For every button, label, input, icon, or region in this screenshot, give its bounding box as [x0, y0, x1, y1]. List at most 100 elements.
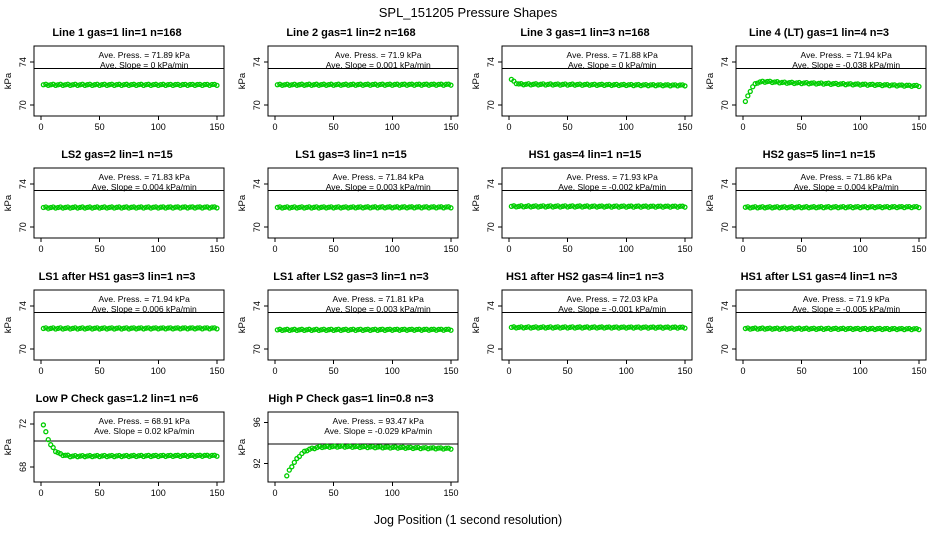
data-point	[640, 324, 647, 330]
data-point	[757, 79, 763, 85]
data-point	[155, 326, 161, 332]
data-point	[574, 203, 581, 209]
data-point	[801, 325, 807, 332]
data-point	[367, 82, 373, 88]
data-point	[417, 445, 424, 452]
data-point	[747, 326, 753, 332]
data-point	[574, 81, 581, 88]
y-tick-label: 74	[720, 57, 730, 67]
data-point	[682, 325, 688, 331]
plot-box	[735, 289, 927, 361]
data-point	[126, 82, 132, 89]
data-point	[813, 326, 819, 332]
data-point	[550, 82, 556, 88]
data-point	[589, 81, 595, 88]
data-point	[604, 203, 610, 209]
y-tick-label: 74	[252, 179, 262, 189]
data-point	[396, 205, 403, 211]
y-tick-label: 74	[486, 301, 496, 311]
data-point	[318, 82, 325, 88]
plot-box	[501, 167, 693, 239]
data-point	[392, 326, 398, 333]
data-point	[604, 324, 610, 330]
data-point	[209, 325, 215, 331]
data-point	[323, 82, 329, 88]
x-tick-label: 100	[151, 488, 166, 498]
data-point	[396, 82, 403, 88]
data-point	[126, 326, 132, 332]
data-point	[582, 324, 588, 330]
data-point	[623, 204, 629, 210]
data-point	[411, 205, 417, 211]
data-point	[282, 82, 288, 88]
data-point	[850, 326, 856, 333]
subplot-title: Low P Check gas=1.2 lin=1 n=6	[35, 393, 199, 405]
data-point	[192, 453, 198, 459]
data-point	[45, 205, 51, 211]
data-point	[384, 81, 391, 88]
data-point	[128, 453, 135, 459]
data-point	[528, 82, 534, 88]
annotation-slope: Ave. Slope = -0.029 kPa/min	[324, 426, 432, 436]
data-point	[445, 445, 452, 451]
data-point	[882, 82, 888, 88]
data-point	[177, 326, 183, 332]
data-point	[523, 324, 529, 331]
data-point	[55, 82, 61, 88]
data-point	[670, 203, 676, 209]
data-point	[542, 325, 549, 331]
data-point	[323, 327, 329, 334]
data-point	[60, 205, 66, 211]
x-tick-label: 50	[563, 244, 573, 254]
x-tick-label: 150	[677, 244, 692, 254]
data-point	[428, 81, 435, 88]
data-point	[301, 448, 308, 454]
data-point	[596, 324, 603, 330]
data-point	[872, 82, 878, 89]
data-point	[864, 82, 871, 88]
annotation-press: Ave. Press. = 71.94 kPa	[99, 294, 191, 304]
data-point	[274, 82, 281, 88]
data-point	[332, 443, 338, 449]
data-point	[440, 205, 447, 211]
data-point	[192, 82, 198, 89]
data-point	[901, 204, 907, 211]
data-point	[414, 326, 420, 333]
data-point	[816, 80, 822, 86]
data-point	[901, 326, 907, 333]
data-point	[372, 445, 378, 451]
data-point	[304, 82, 310, 88]
data-point	[67, 205, 73, 211]
x-tick-label: 150	[911, 244, 926, 254]
data-point	[165, 81, 171, 88]
data-point	[552, 324, 559, 330]
x-tick-label: 100	[385, 488, 400, 498]
x-tick-label: 50	[95, 122, 105, 132]
data-point	[89, 82, 95, 88]
data-point	[677, 203, 683, 209]
data-point	[170, 326, 176, 332]
data-point	[638, 82, 644, 89]
annotation-slope: Ave. Slope = -0.002 kPa/min	[558, 182, 666, 192]
data-point	[60, 326, 66, 332]
data-point	[282, 204, 288, 211]
data-point	[886, 326, 893, 333]
data-point	[199, 326, 205, 332]
data-points	[508, 324, 688, 331]
data-point	[601, 82, 607, 89]
x-tick-label: 100	[151, 366, 166, 376]
x-tick-label: 100	[385, 122, 400, 132]
data-point	[158, 325, 164, 331]
data-point	[779, 204, 785, 210]
data-point	[354, 443, 361, 449]
x-tick-label: 0	[39, 122, 44, 132]
data-point	[338, 327, 344, 333]
y-axis-unit: kPa	[471, 316, 482, 333]
